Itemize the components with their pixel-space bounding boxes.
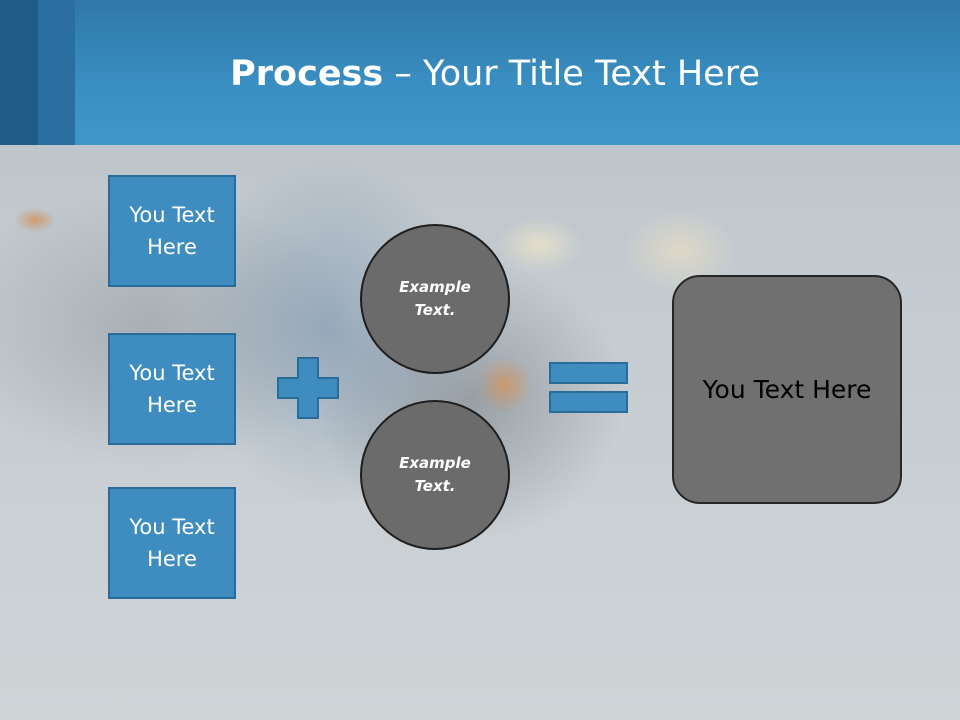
example-circle-1-text: Example Text. <box>399 278 471 319</box>
input-box-3: You Text Here <box>108 487 236 599</box>
input-box-2: You Text Here <box>108 333 236 445</box>
header-accent-strip <box>38 0 75 145</box>
example-circle-2: Example Text. <box>360 400 510 550</box>
result-box-text: You Text Here <box>702 375 872 404</box>
input-box-1-text: You Text Here <box>129 203 215 259</box>
title-bold: Process <box>230 54 384 94</box>
slide-title: Process – Your Title Text Here <box>0 52 960 96</box>
header-accent-strip-dark <box>0 0 38 145</box>
input-box-1: You Text Here <box>108 175 236 287</box>
example-circle-2-text: Example Text. <box>399 454 471 495</box>
example-circle-1: Example Text. <box>360 224 510 374</box>
header-bar <box>0 0 960 145</box>
input-box-2-text: You Text Here <box>129 361 215 417</box>
plus-sign-icon <box>277 357 339 419</box>
title-rest: – Your Title Text Here <box>383 54 760 94</box>
input-box-3-text: You Text Here <box>129 515 215 571</box>
equals-sign-icon <box>549 362 628 413</box>
result-box: You Text Here <box>672 275 902 504</box>
